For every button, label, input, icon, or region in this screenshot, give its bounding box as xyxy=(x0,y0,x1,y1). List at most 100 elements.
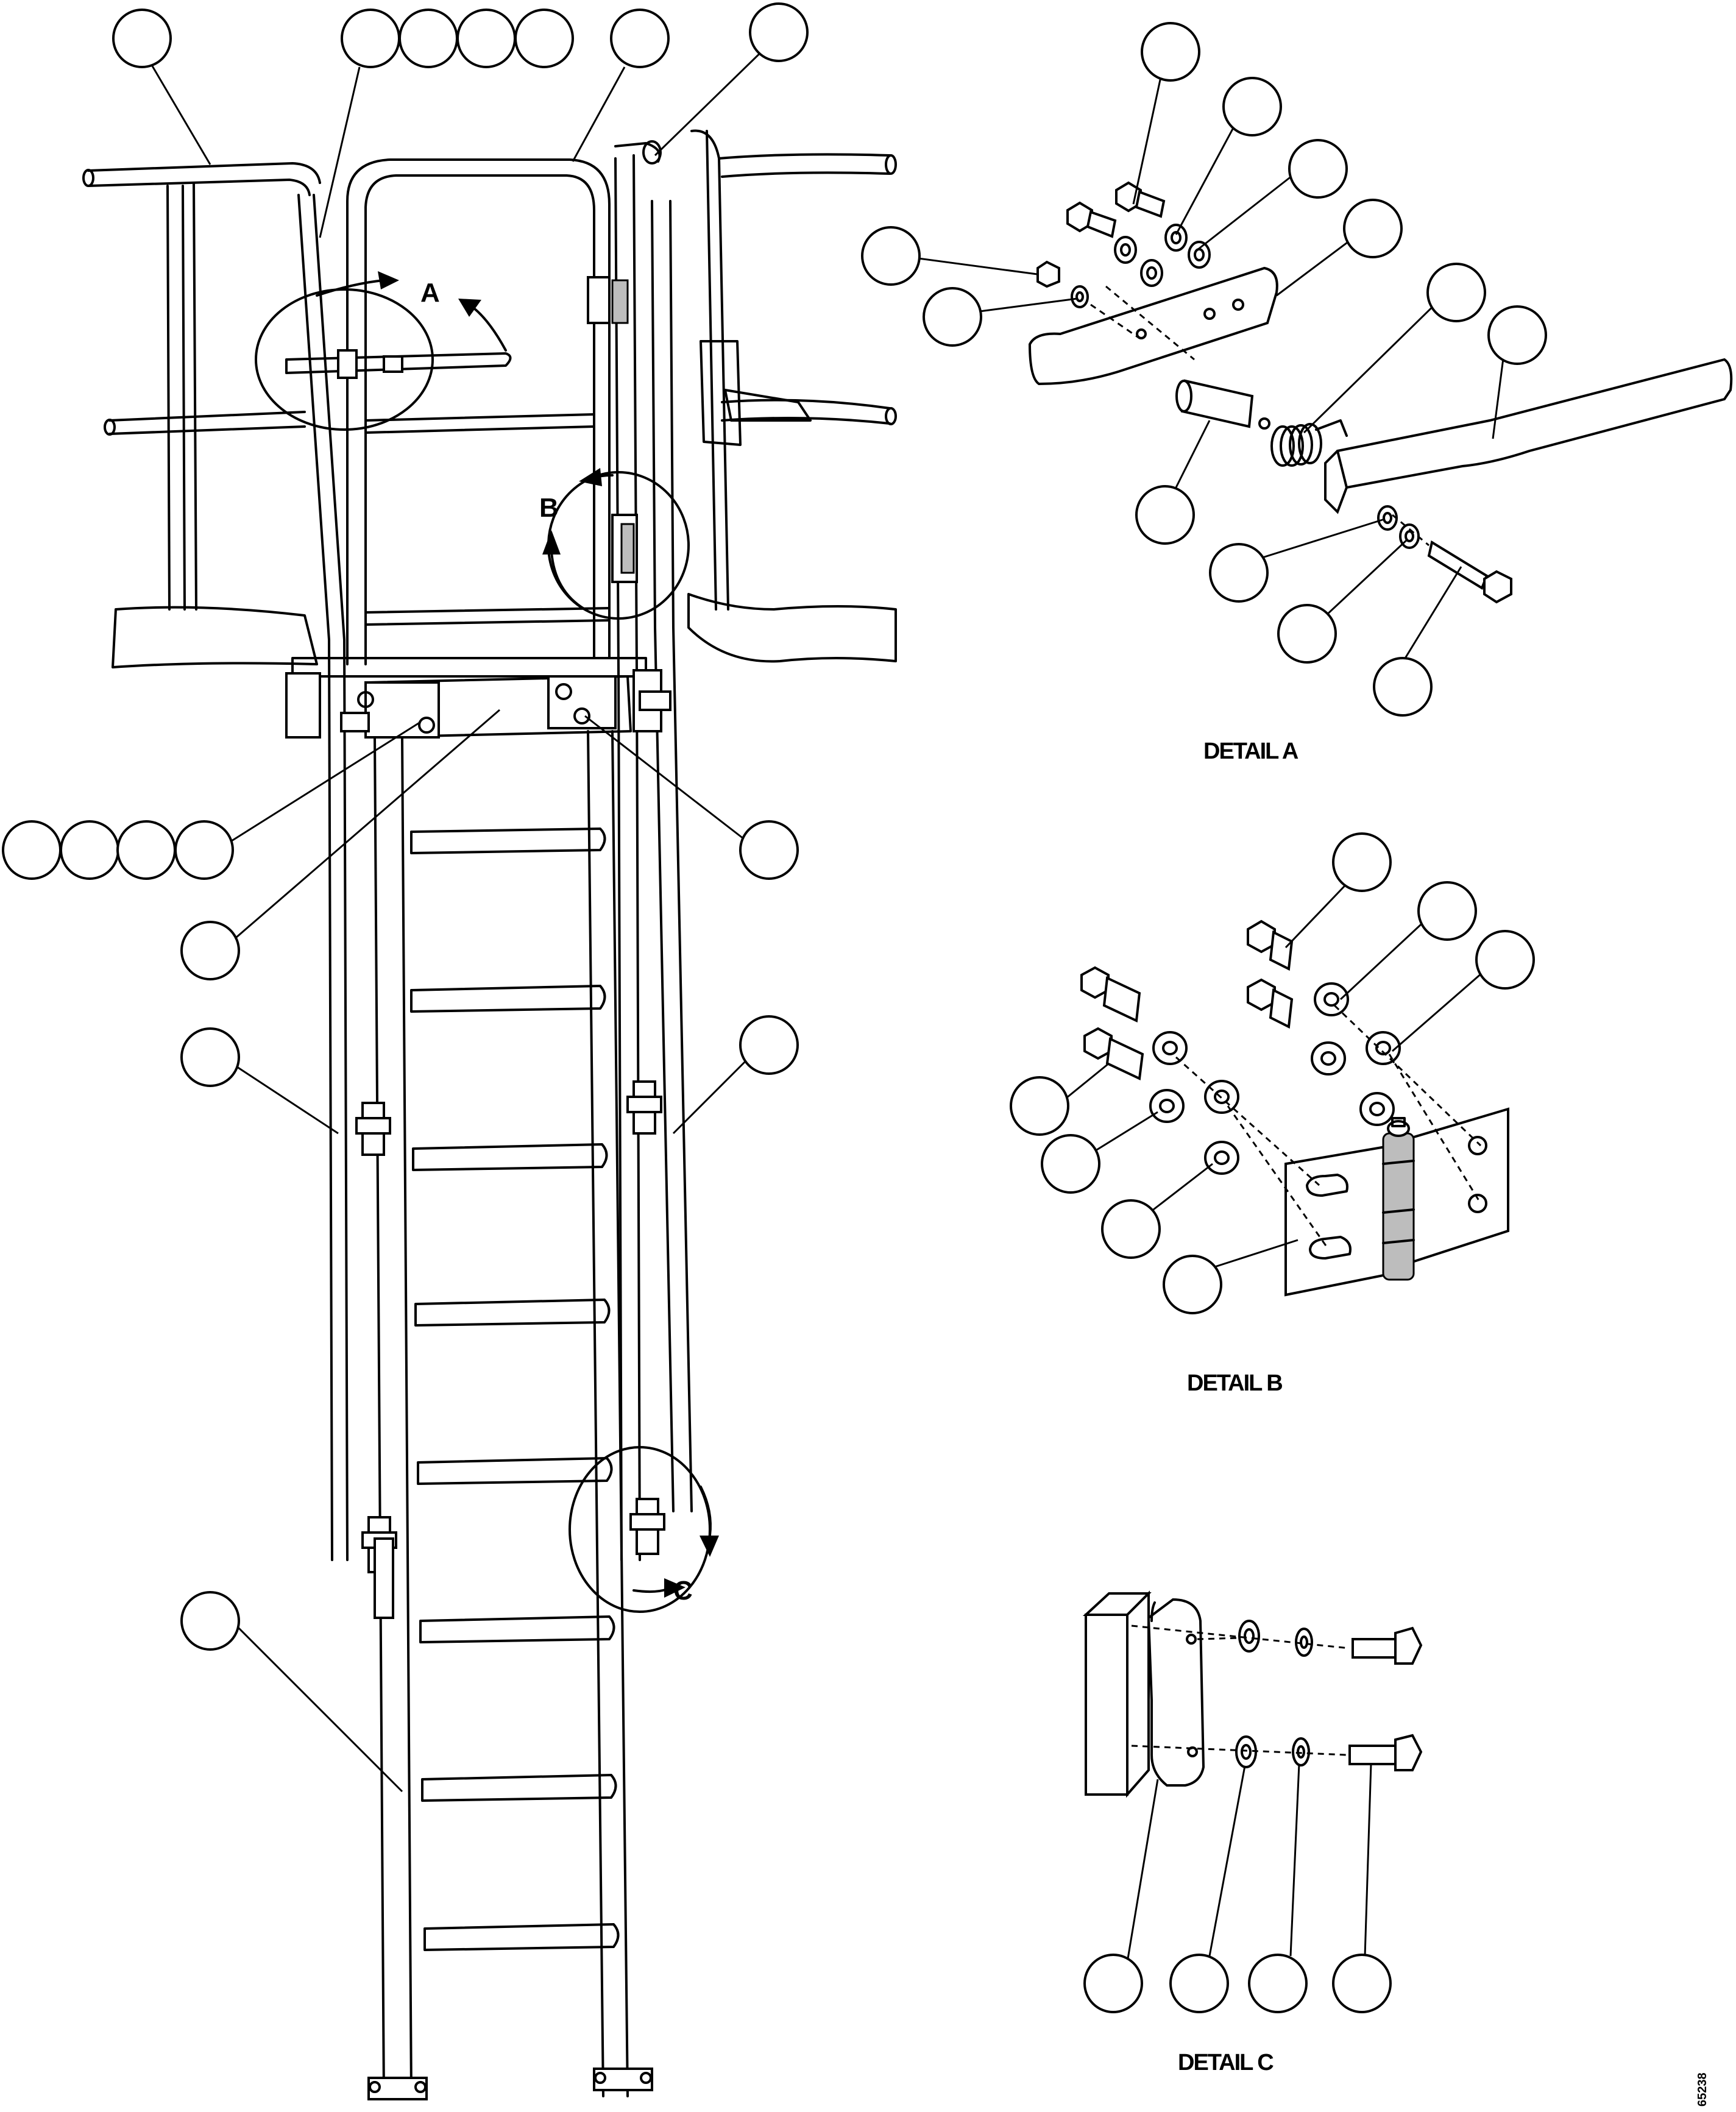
washer xyxy=(1377,505,1398,531)
detail-c-caption: DETAIL C xyxy=(1178,2050,1274,2075)
detail-a-marker: A xyxy=(420,278,440,308)
callout-bubble xyxy=(1373,657,1433,717)
detail-c-marker: C xyxy=(673,1576,693,1606)
washer xyxy=(1188,241,1211,269)
left-guard-rail xyxy=(82,162,349,1561)
callout-bubble xyxy=(1041,1134,1100,1194)
detail-circle-c: C xyxy=(569,1446,719,1613)
washer xyxy=(1164,224,1188,252)
rung-6 xyxy=(419,1615,615,1643)
ladder-assembly: A B C xyxy=(2,2,897,2100)
rung-1 xyxy=(410,827,606,854)
clamp-plate xyxy=(1147,1598,1205,1787)
callout-bubble xyxy=(341,9,400,68)
bolt xyxy=(1083,1027,1144,1080)
rung-5 xyxy=(417,1457,613,1485)
callout-bubble xyxy=(739,1015,799,1075)
rung-4 xyxy=(414,1299,611,1327)
callout-bubble xyxy=(1332,832,1392,892)
callout-bubble xyxy=(1010,1076,1069,1136)
callout-bubble xyxy=(1169,1954,1229,2013)
callout-bubble xyxy=(1332,1954,1392,2013)
bolt xyxy=(1352,1626,1423,1665)
hinge-knuckle xyxy=(1382,1132,1415,1281)
spring xyxy=(1270,419,1348,467)
mounting-bracket xyxy=(285,657,671,739)
nut xyxy=(1036,260,1060,288)
ladder-feet xyxy=(367,2068,653,2100)
detail-b: DETAIL B xyxy=(1010,832,1535,1396)
detail-circle-a: A xyxy=(255,271,507,431)
washer xyxy=(1238,1620,1260,1653)
callout-bubble xyxy=(749,2,809,62)
callout-bubble xyxy=(1163,1255,1222,1314)
callout-bubble xyxy=(1222,77,1282,136)
callout-bubble xyxy=(1343,199,1403,258)
bolt xyxy=(1066,201,1117,238)
bolt xyxy=(1247,920,1294,971)
callout-bubble xyxy=(1277,604,1337,664)
latch-arm xyxy=(1324,358,1733,514)
detail-a-callout-bubbles xyxy=(861,22,1547,717)
bolt xyxy=(1247,978,1294,1029)
washer xyxy=(1204,1080,1239,1114)
callout-bubble xyxy=(923,287,982,347)
detail-b-callout-bubbles xyxy=(1010,832,1535,1314)
callout-bubble xyxy=(610,9,670,68)
callout-bubble xyxy=(60,820,119,880)
washer xyxy=(1140,259,1163,287)
callout-bubble xyxy=(180,1591,240,1651)
ladder-rungs xyxy=(410,827,620,1951)
washer xyxy=(1311,1041,1346,1075)
ladder-side-rails xyxy=(374,730,629,2097)
washer xyxy=(1152,1031,1188,1065)
callout-bubble xyxy=(1487,305,1547,365)
detail-circle-b: B xyxy=(539,468,690,620)
callout-bubble xyxy=(174,820,234,880)
bolt xyxy=(1427,540,1512,604)
bolt xyxy=(1080,966,1141,1023)
callout-bubble xyxy=(1475,930,1535,990)
callout-bubble xyxy=(116,820,176,880)
gate-frame xyxy=(285,158,611,665)
washer xyxy=(1235,1735,1257,1768)
detail-a-caption: DETAIL A xyxy=(1203,739,1298,764)
callout-bubble xyxy=(1141,22,1200,82)
washer xyxy=(1314,982,1349,1016)
washer xyxy=(1149,1089,1185,1123)
callout-bubble xyxy=(180,921,240,980)
detail-b-marker: B xyxy=(539,493,559,523)
callout-bubble xyxy=(1083,1954,1143,2013)
detail-c: DETAIL C xyxy=(1082,1590,1423,2075)
latch-plate xyxy=(1028,266,1278,386)
main-leader-lines xyxy=(150,41,772,1793)
washer xyxy=(1114,236,1137,264)
callout-bubble xyxy=(1426,263,1486,322)
callout-bubble xyxy=(1101,1199,1161,1259)
bolt xyxy=(1348,1734,1423,1771)
callout-bubble xyxy=(514,9,574,68)
detail-c-callout-bubbles xyxy=(1083,1954,1392,2013)
rung-8 xyxy=(423,1923,620,1951)
callout-bubble xyxy=(1209,543,1269,603)
rung-3 xyxy=(412,1143,608,1171)
main-callout-bubbles xyxy=(2,2,809,1651)
rail-clamps xyxy=(355,1080,665,1619)
callout-bubble xyxy=(1248,1954,1308,2013)
callout-bubble xyxy=(739,820,799,880)
callout-bubble xyxy=(399,9,458,68)
hinge-leaf-left xyxy=(1284,1144,1394,1297)
callout-bubble xyxy=(2,820,62,880)
pin xyxy=(1180,379,1254,428)
washer xyxy=(1359,1092,1395,1126)
callout-bubble xyxy=(861,226,921,286)
callout-bubble xyxy=(1417,881,1477,941)
callout-bubble xyxy=(1288,139,1348,199)
rung-7 xyxy=(421,1774,617,1802)
figure-id: 65238 xyxy=(1696,2072,1709,2107)
callout-bubble xyxy=(112,9,172,68)
washer xyxy=(1292,1737,1310,1766)
detail-a-leader-lines xyxy=(899,48,1506,665)
bolt xyxy=(1115,181,1166,218)
